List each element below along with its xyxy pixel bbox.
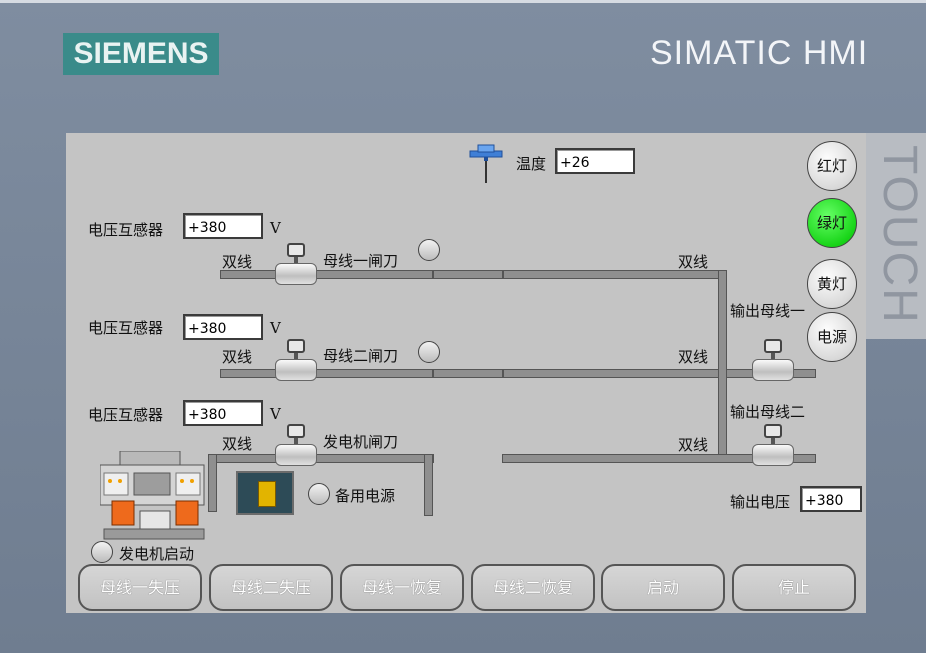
bus1-segment (502, 270, 504, 279)
sensor2-value: +380 (183, 314, 263, 340)
sensor2-unit: V (270, 319, 281, 337)
sensor1-value: +380 (183, 213, 263, 239)
red-lamp[interactable]: 红灯 (807, 141, 857, 191)
gen-double-line: 双线 (222, 435, 253, 453)
sensor2-label: 电压互感器 (88, 319, 164, 337)
backup-power-label: 备用电源 (335, 487, 396, 505)
power-lamp[interactable]: 电源 (807, 312, 857, 362)
bus2-segment (432, 369, 434, 378)
siemens-logo: SIEMENS (63, 33, 219, 75)
output-bus1-meter-icon (752, 339, 794, 383)
bus2-double-line-right: 双线 (678, 348, 709, 366)
bus2-loss-button[interactable]: 母线二失压 (209, 564, 333, 611)
touch-text: TOUCH (873, 145, 926, 325)
bus2-double-line-left: 双线 (222, 348, 253, 366)
sensor1-label: 电压互感器 (88, 221, 164, 239)
yellow-lamp[interactable]: 黄灯 (807, 259, 857, 309)
gen-meter-icon (275, 424, 317, 468)
gen-bus-line (208, 454, 434, 463)
bus2-switch-label: 母线二闸刀 (323, 347, 399, 365)
bus2-line (220, 369, 816, 378)
gen-switch-label: 发电机闸刀 (323, 433, 399, 451)
green-lamp[interactable]: 绿灯 (807, 198, 857, 248)
sensor3-label: 电压互感器 (88, 406, 164, 424)
backup-power-unit-icon (236, 471, 294, 515)
bus1-restore-button[interactable]: 母线一恢复 (340, 564, 464, 611)
output-bus1-label: 输出母线一 (730, 302, 806, 320)
temperature-label: 温度 (516, 155, 547, 173)
generator-start-indicator[interactable] (91, 541, 113, 563)
generator-start-label: 发电机启动 (119, 545, 195, 563)
sensor3-value: +380 (183, 400, 263, 426)
output-voltage-value: +380 (800, 486, 862, 512)
output-bus2-meter-icon (752, 424, 794, 468)
output-voltage-label: 输出电压 (730, 493, 791, 511)
output-bus2-label: 输出母线二 (730, 403, 806, 421)
sensor3-unit: V (270, 405, 281, 423)
stop-button[interactable]: 停止 (732, 564, 856, 611)
product-name: SIMATIC HMI (650, 34, 869, 72)
generator-icon (100, 451, 205, 540)
gen-bus-drop-right (424, 454, 433, 516)
temperature-value: +26 (555, 148, 635, 174)
gen-bus-drop-left (208, 454, 217, 512)
output-bus2-line (502, 454, 816, 463)
bus2-restore-button[interactable]: 母线二恢复 (471, 564, 595, 611)
bus1-double-line-left: 双线 (222, 253, 253, 271)
temperature-sensor-icon (469, 144, 503, 183)
top-edge (0, 0, 926, 3)
touch-label: TOUCH (866, 133, 926, 339)
bus1-switch-indicator[interactable] (418, 239, 440, 261)
bus1-double-line-right: 双线 (678, 253, 709, 271)
bus1-switch-label: 母线一闸刀 (323, 252, 399, 270)
bus2-switch-indicator[interactable] (418, 341, 440, 363)
output-vertical-bus (718, 270, 727, 460)
bus2-meter-icon (275, 339, 317, 383)
start-button[interactable]: 启动 (601, 564, 725, 611)
backup-power-indicator[interactable] (308, 483, 330, 505)
output-double-line: 双线 (678, 436, 709, 454)
sensor1-unit: V (270, 219, 281, 237)
bus1-loss-button[interactable]: 母线一失压 (78, 564, 202, 611)
bus2-segment (502, 369, 504, 378)
bus1-segment (432, 270, 434, 279)
hmi-screen: 温度 +26 电压互感器 +380 V 电压互感器 +380 V 电压互感器 +… (66, 133, 866, 613)
bus1-meter-icon (275, 243, 317, 287)
